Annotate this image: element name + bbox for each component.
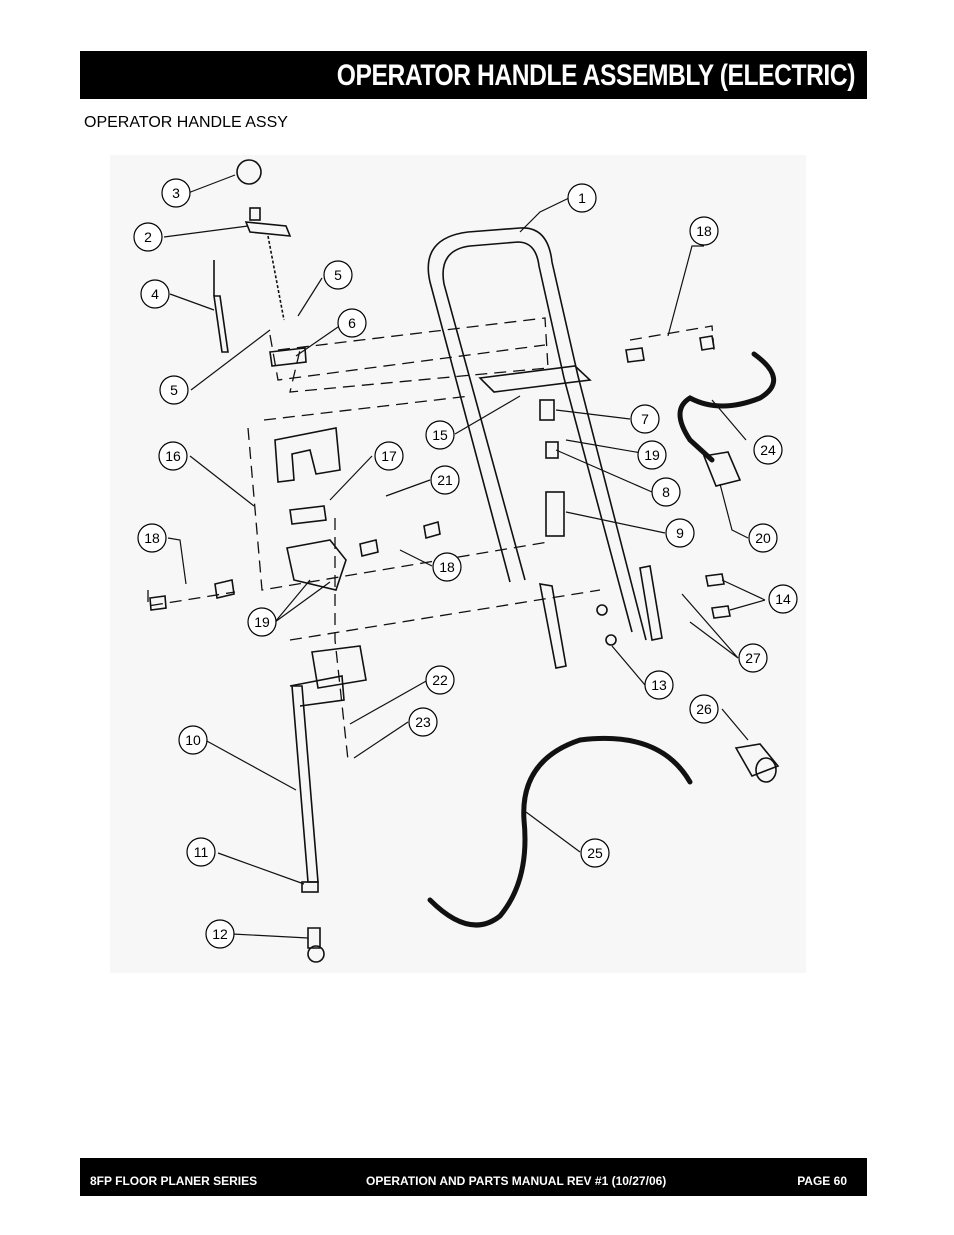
parts-diagram: 1 2 3 4 5 5 6 7 8 9 10 11 12 13 14 15 16…	[110, 155, 806, 973]
callout-18c: 18	[432, 552, 462, 582]
svg-text:19: 19	[644, 447, 660, 463]
svg-text:17: 17	[381, 448, 397, 464]
svg-text:12: 12	[212, 926, 228, 942]
page-title: OPERATOR HANDLE ASSEMBLY (ELECTRIC)	[336, 59, 856, 92]
footer-series: 8FP FLOOR PLANER SERIES	[90, 1174, 258, 1188]
callout-3: 3	[161, 178, 191, 208]
svg-text:13: 13	[651, 677, 667, 693]
callout-6: 6	[337, 308, 367, 338]
svg-text:22: 22	[432, 672, 448, 688]
svg-text:25: 25	[587, 845, 603, 861]
callout-9: 9	[665, 518, 695, 548]
svg-text:18: 18	[439, 559, 455, 575]
callout-10: 10	[178, 725, 208, 755]
callout-16: 16	[158, 441, 188, 471]
handle-frame	[427, 227, 647, 641]
exploded-view-drawing: 1 2 3 4 5 5 6 7 8 9 10 11 12 13 14 15 16…	[133, 159, 798, 963]
svg-text:8: 8	[662, 484, 670, 500]
svg-text:4: 4	[151, 286, 159, 302]
callout-19a: 19	[637, 440, 667, 470]
svg-text:5: 5	[170, 382, 178, 398]
callout-8: 8	[651, 477, 681, 507]
callout-24: 24	[753, 435, 783, 465]
callout-21: 21	[430, 465, 460, 495]
page-footer: 8FP FLOOR PLANER SERIES OPERATION AND PA…	[80, 1158, 867, 1196]
svg-text:26: 26	[696, 701, 712, 717]
callout-18a: 18	[689, 216, 719, 246]
callout-15: 15	[425, 420, 455, 450]
title-bar: OPERATOR HANDLE ASSEMBLY (ELECTRIC)	[80, 51, 867, 99]
svg-text:23: 23	[415, 714, 431, 730]
svg-text:27: 27	[745, 650, 761, 666]
callout-19b: 19	[247, 607, 277, 637]
svg-text:6: 6	[348, 315, 356, 331]
callout-12: 12	[205, 919, 235, 949]
callout-5b: 5	[159, 375, 189, 405]
callout-2: 2	[133, 222, 163, 252]
callout-26: 26	[689, 694, 719, 724]
svg-text:5: 5	[334, 267, 342, 283]
svg-text:24: 24	[760, 442, 776, 458]
callout-14: 14	[768, 584, 798, 614]
callout-18b: 18	[137, 523, 167, 553]
svg-text:2: 2	[144, 229, 152, 245]
power-cord-lower	[427, 735, 693, 928]
section-subtitle: OPERATOR HANDLE ASSY	[84, 114, 288, 131]
svg-text:10: 10	[185, 732, 201, 748]
svg-text:15: 15	[432, 427, 448, 443]
svg-text:7: 7	[641, 411, 649, 427]
handle-frame-inner	[442, 241, 633, 633]
svg-text:18: 18	[144, 530, 160, 546]
footer-page-number: PAGE 60	[797, 1174, 847, 1188]
svg-text:18: 18	[696, 223, 712, 239]
callout-22: 22	[425, 665, 455, 695]
callout-20: 20	[748, 523, 778, 553]
callout-23: 23	[408, 707, 438, 737]
callout-17: 17	[374, 441, 404, 471]
callout-25: 25	[580, 838, 610, 868]
svg-text:11: 11	[194, 844, 209, 860]
callout-11: 11	[186, 837, 216, 867]
svg-text:14: 14	[775, 591, 791, 607]
callout-7: 7	[630, 404, 660, 434]
power-cord-upper	[677, 351, 777, 463]
svg-text:9: 9	[676, 525, 684, 541]
svg-text:21: 21	[437, 472, 453, 488]
callout-4: 4	[140, 279, 170, 309]
callout-1: 1	[567, 183, 597, 213]
callout-13: 13	[644, 670, 674, 700]
svg-text:19: 19	[254, 614, 270, 630]
callout-27: 27	[738, 643, 768, 673]
svg-text:16: 16	[165, 448, 181, 464]
footer-manual: OPERATION AND PARTS MANUAL REV #1 (10/27…	[366, 1174, 667, 1188]
svg-text:1: 1	[578, 190, 586, 206]
svg-text:3: 3	[172, 185, 180, 201]
callout-5a: 5	[323, 260, 353, 290]
svg-text:20: 20	[755, 530, 771, 546]
